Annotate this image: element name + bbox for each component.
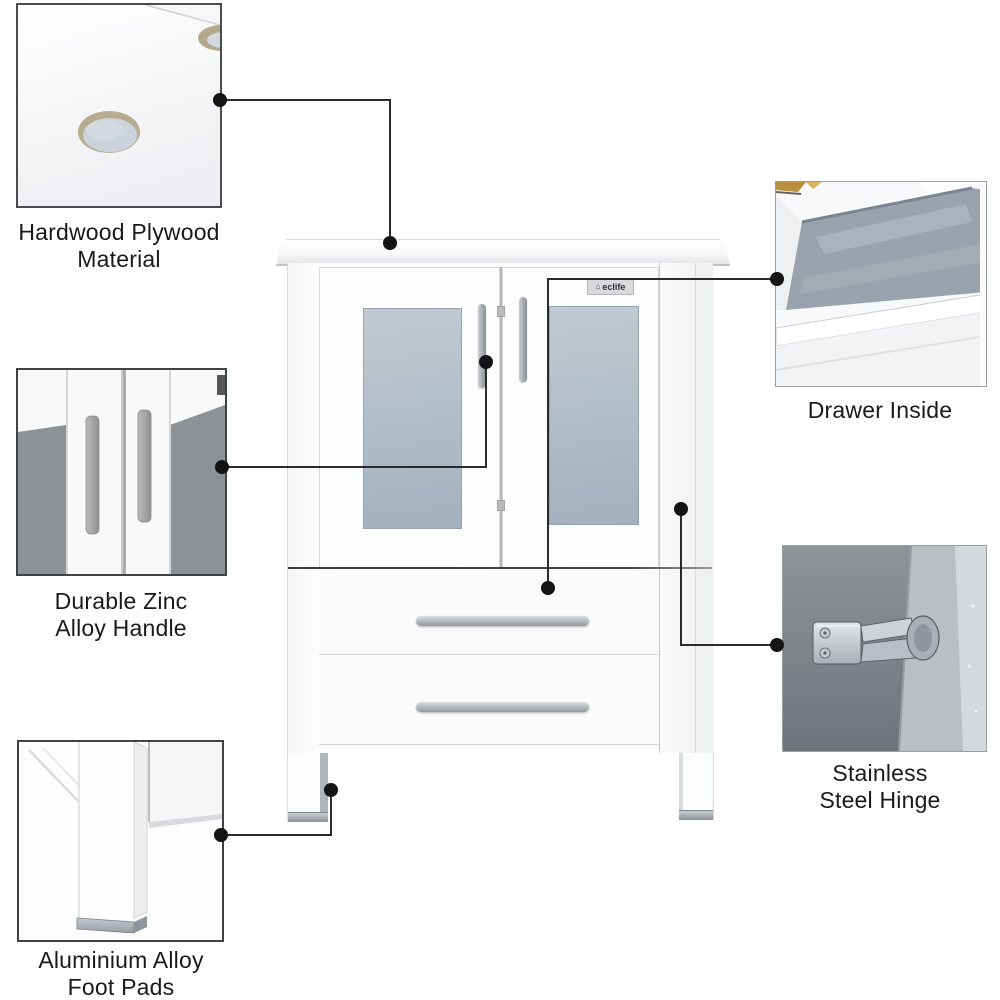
cabinet-frame-strip (980, 182, 986, 386)
vanity-cabinet-body: ⌂ eclife (287, 263, 713, 753)
inset-photo-foot-pad (17, 740, 224, 942)
label-drawer-line1: Drawer Inside (807, 397, 953, 423)
faucet-hole-partial (198, 25, 220, 51)
door-handles-illustration (18, 370, 225, 574)
fabric-highlight (816, 204, 972, 254)
door-handle-right (519, 297, 527, 382)
door-edge-line (121, 370, 123, 574)
door-gap-line (123, 370, 126, 574)
label-hinge-line1: Stainless (832, 760, 928, 786)
leg-side-face (133, 742, 148, 919)
label-handle: Durable Zinc Alloy Handle (12, 588, 230, 642)
inset-photo-zinc-handle (16, 368, 227, 576)
stainless-steel-hinge (812, 615, 940, 665)
label-handle-line1: Durable Zinc (54, 588, 188, 614)
zinc-handle-left (85, 415, 100, 535)
left-glass-panel (18, 425, 66, 574)
door-gap-line (500, 267, 502, 568)
label-hinge-line2: Steel Hinge (819, 787, 941, 813)
hinge-shadow-mark (217, 375, 225, 395)
frosted-glass-panel-right (549, 306, 639, 525)
leg-front-face (79, 742, 134, 922)
door-hinge-mark-top (497, 306, 505, 317)
label-footpads-line2: Foot Pads (67, 974, 175, 1000)
leg-brace-line (28, 749, 83, 806)
drawer-handle-lower (416, 702, 589, 712)
drawer-front-line (776, 335, 986, 371)
door-edge-line (169, 370, 171, 574)
frosted-glass-strip (955, 546, 986, 751)
eclife-roof-icon: ⌂ (595, 282, 601, 291)
label-drawer: Drawer Inside (772, 397, 988, 424)
cabinet-left-stile (288, 263, 319, 753)
door-edge-line (66, 370, 68, 574)
plywood-countertop-illustration (18, 5, 220, 206)
foot-pad-illustration (19, 742, 222, 940)
cabinet-door-left (319, 267, 500, 568)
cabinet-leg-right (679, 753, 714, 820)
inset-photo-drawer-inside (775, 181, 987, 387)
glass-sparkle (971, 604, 975, 608)
connector-material (213, 93, 397, 250)
label-hinge: Stainless Steel Hinge (772, 760, 988, 814)
door-handle-left (478, 304, 486, 388)
drawer-inside-illustration (776, 182, 986, 386)
drawer-upper (319, 570, 659, 655)
inset-photo-plywood-material (16, 3, 222, 208)
inset-photo-steel-hinge (782, 545, 987, 752)
frosted-glass-panel-left (363, 308, 462, 529)
drawer-section-divider (288, 567, 712, 569)
cabinet-leg-left (287, 753, 328, 822)
right-glass-panel (170, 405, 225, 574)
label-material: Hardwood Plywood Material (5, 219, 233, 273)
drawer-lower (319, 655, 659, 745)
faucet-hole (78, 111, 140, 153)
foot-pad-right (679, 810, 713, 820)
fabric-highlight (800, 244, 984, 294)
cabinet-bottom-panel (149, 742, 222, 822)
drawer-front-rim (776, 293, 986, 347)
brand-logo-text: eclife (602, 281, 626, 292)
brand-logo-plate: ⌂ eclife (587, 279, 634, 295)
gold-faucet-fragment (776, 182, 822, 195)
foot-pad-left (288, 812, 328, 822)
label-footpads: Aluminium Alloy Foot Pads (12, 947, 230, 1000)
leg-shadow-face (679, 753, 683, 820)
drawer-handle-upper (416, 616, 589, 626)
label-handle-line2: Alloy Handle (55, 615, 187, 641)
label-material-line1: Hardwood Plywood (18, 219, 220, 245)
label-footpads-line1: Aluminium Alloy (38, 947, 204, 973)
countertop-edge-line (145, 5, 220, 26)
glass-sparkle (967, 664, 971, 668)
drawer-inner-edge (801, 186, 973, 224)
cabinet-right-side-panel (659, 263, 713, 753)
drawer-front-face (776, 312, 986, 386)
label-material-line2: Material (77, 246, 161, 272)
countertop-surface (18, 5, 220, 206)
countertop-slab (276, 239, 730, 266)
door-hinge-mark-bottom (497, 500, 505, 511)
hinge-illustration (783, 546, 986, 751)
glass-sparkle (974, 709, 978, 713)
zinc-handle-right (137, 409, 152, 523)
foot-pad-side (134, 916, 147, 933)
panel-shadow (149, 814, 222, 828)
